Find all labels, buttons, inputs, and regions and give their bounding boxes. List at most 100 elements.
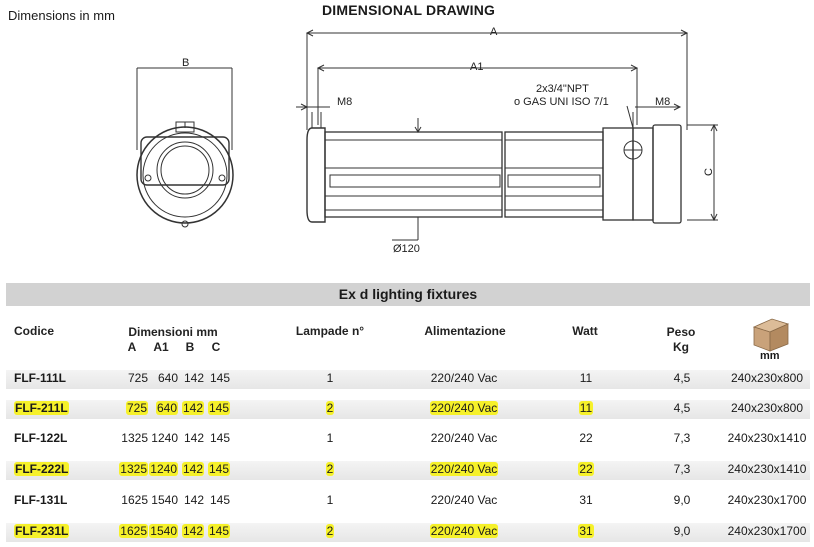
cell-power-text: 220/240 Vac (429, 462, 499, 476)
npt-label-line1: 2x3/4"NPT (536, 83, 589, 95)
cell-lamps: 2 (310, 401, 350, 415)
cell-power: 220/240 Vac (414, 431, 514, 445)
cell-watt-text: 31 (578, 524, 594, 538)
cell-dim-b: 142 (180, 371, 204, 385)
cell-dim-c-text: 145 (207, 401, 230, 415)
cell-power-text: 220/240 Vac (429, 524, 499, 538)
cell-power-text: 220/240 Vac (430, 493, 498, 507)
dim-label-diameter: Ø120 (393, 243, 420, 255)
cell-code: FLF-231L (14, 524, 74, 538)
cell-dim-a1-text: 640 (155, 401, 178, 415)
cell-dim-a-text: 1625 (119, 524, 148, 538)
cell-dim-a1: 1240 (148, 462, 178, 476)
cell-pack: 240x230x800 (722, 371, 812, 385)
cell-dim-c: 145 (206, 371, 230, 385)
cell-lamps-text: 1 (326, 371, 334, 385)
dim-label-m8-right: M8 (655, 96, 670, 108)
header-lampade: Lampade n° (295, 324, 365, 338)
header-kg: Kg (673, 340, 689, 354)
cell-dim-a1-text: 1540 (151, 493, 178, 507)
cell-power: 220/240 Vac (414, 462, 514, 476)
cell-lamps-text: 1 (326, 493, 334, 507)
cell-dim-a1-text: 1540 (149, 524, 178, 538)
cell-dim-b: 142 (180, 462, 204, 476)
cell-watt-text: 11 (579, 371, 593, 385)
cell-dim-c: 145 (206, 493, 230, 507)
cell-power: 220/240 Vac (414, 401, 514, 415)
cell-dim-a-text: 1325 (121, 431, 148, 445)
cell-dim-a: 1625 (116, 493, 148, 507)
cell-weight-text: 4,5 (673, 401, 691, 415)
cell-dim-a1-text: 640 (157, 371, 178, 385)
cell-dim-b: 142 (180, 401, 204, 415)
cell-weight: 7,3 (660, 462, 704, 476)
cell-dim-b: 142 (180, 431, 204, 445)
table-row (6, 461, 810, 480)
cell-watt-text: 31 (579, 493, 593, 507)
cell-dim-b: 142 (180, 524, 204, 538)
cell-weight: 9,0 (660, 493, 704, 507)
cell-dim-c-text: 145 (209, 493, 230, 507)
cell-lamps: 1 (310, 431, 350, 445)
dim-label-b: B (182, 57, 189, 69)
cell-dim-a1-text: 1240 (151, 431, 178, 445)
units-note: Dimensions in mm (8, 8, 115, 23)
cell-dim-a-text: 1325 (119, 462, 148, 476)
dimensional-drawing: B (136, 26, 718, 255)
cell-lamps: 1 (310, 493, 350, 507)
cell-power: 220/240 Vac (414, 524, 514, 538)
cell-lamps-text: 2 (325, 462, 335, 476)
header-sub-a: A (127, 340, 137, 354)
dim-label-m8-left: M8 (337, 96, 352, 108)
cell-dim-a: 1325 (116, 431, 148, 445)
cell-dim-a-text: 725 (125, 401, 148, 415)
cell-pack: 240x230x1700 (722, 524, 812, 538)
cell-weight: 7,3 (660, 431, 704, 445)
cell-pack-text: 240x230x1410 (727, 462, 807, 476)
cell-code: FLF-211L (14, 401, 74, 415)
cell-watt-text: 22 (579, 431, 593, 445)
cell-pack-text: 240x230x1410 (727, 431, 807, 445)
cell-dim-a: 1325 (116, 462, 148, 476)
cell-dim-c-text: 145 (209, 371, 230, 385)
dim-label-c: C (703, 168, 715, 176)
cell-code-text: FLF-231L (14, 524, 70, 538)
cell-dim-c-text: 145 (209, 431, 230, 445)
cell-dim-a: 725 (116, 371, 148, 385)
header-sub-a1: A1 (153, 340, 169, 354)
cell-weight-text: 7,3 (673, 431, 691, 445)
cell-power-text: 220/240 Vac (430, 431, 498, 445)
cell-weight: 9,0 (660, 524, 704, 538)
cell-code-text: FLF-131L (14, 493, 68, 507)
cell-dim-a1-text: 1240 (149, 462, 178, 476)
cell-dim-b-text: 142 (181, 401, 204, 415)
cell-dim-a-text: 1625 (121, 493, 148, 507)
header-codice: Codice (14, 324, 55, 338)
cell-watt: 22 (566, 431, 606, 445)
cell-power-text: 220/240 Vac (429, 401, 499, 415)
cell-weight: 4,5 (660, 401, 704, 415)
cell-pack: 240x230x1700 (722, 493, 812, 507)
cell-watt: 31 (566, 524, 606, 538)
cell-code: FLF-131L (14, 493, 74, 507)
cell-dim-a1: 1540 (148, 524, 178, 538)
cell-dim-b-text: 142 (183, 371, 204, 385)
header-dimensioni: Dimensioni mm (128, 325, 218, 339)
header-sub-c: C (211, 340, 221, 354)
cell-code-text: FLF-111L (14, 371, 67, 385)
cell-weight-text: 9,0 (673, 524, 691, 538)
table-title-band (6, 283, 810, 306)
cell-dim-a1: 640 (148, 401, 178, 415)
cell-pack: 240x230x1410 (722, 431, 812, 445)
side-view (296, 29, 718, 241)
cell-dim-b-text: 142 (181, 524, 204, 538)
cell-watt: 11 (566, 371, 606, 385)
cell-pack-text: 240x230x1700 (727, 493, 807, 507)
cell-weight: 4,5 (660, 371, 704, 385)
cell-pack-text: 240x230x800 (730, 371, 804, 385)
cell-dim-a: 725 (116, 401, 148, 415)
cell-dim-b-text: 142 (183, 493, 204, 507)
cell-watt: 22 (566, 462, 606, 476)
dim-label-a1: A1 (470, 61, 483, 73)
cell-pack: 240x230x1410 (722, 462, 812, 476)
